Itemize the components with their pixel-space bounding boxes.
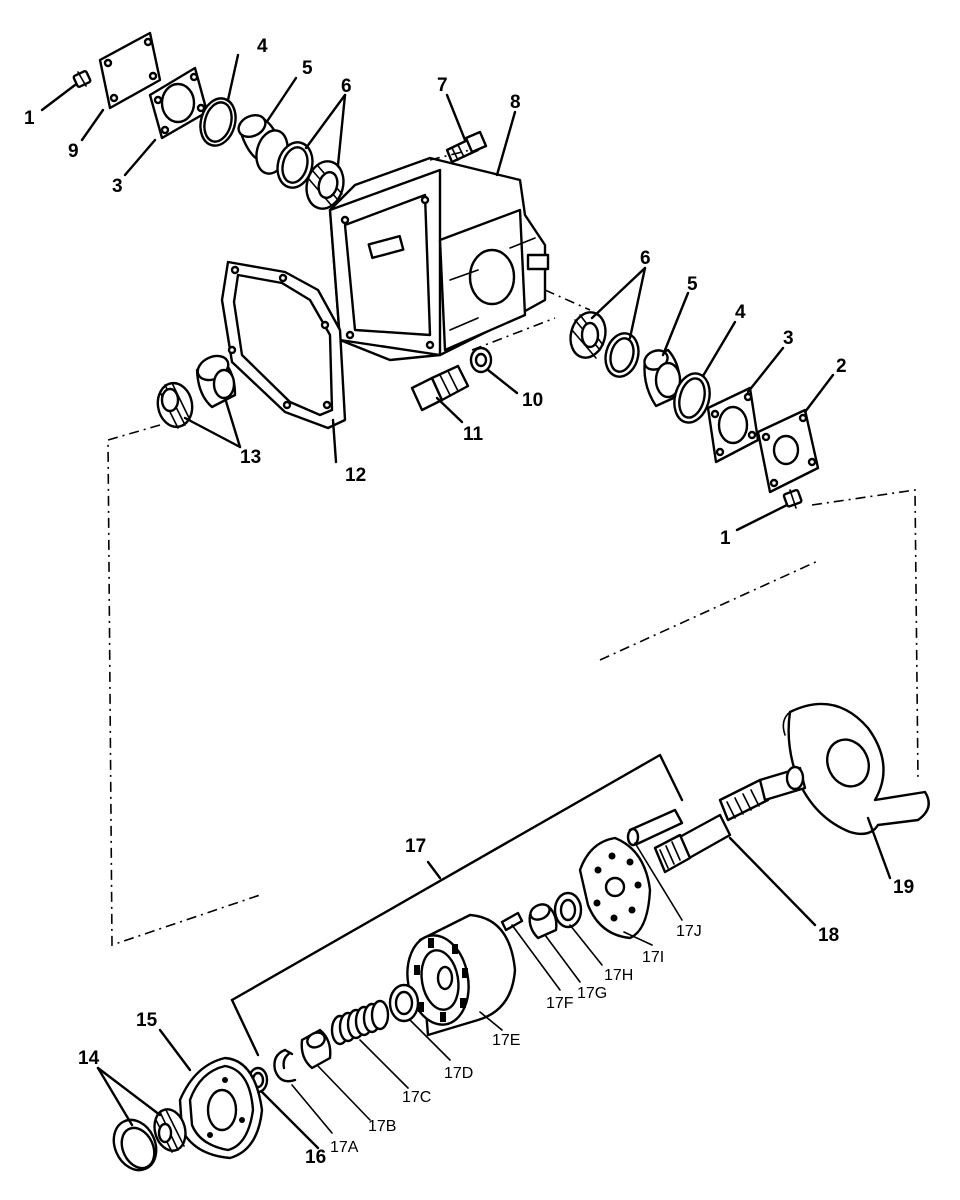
group-bracket-17-left — [230, 998, 260, 1057]
assembly-boundary-right — [811, 489, 919, 781]
part-17h-ring — [553, 891, 583, 929]
part-12-gasket — [220, 260, 347, 430]
callout-12: 12 — [345, 465, 366, 486]
callout-17e: 17E — [492, 1032, 520, 1049]
part-6-bearing-right — [569, 311, 640, 378]
callout-5-right: 5 — [687, 274, 698, 295]
callout-17c: 17C — [402, 1089, 431, 1106]
callout-9: 9 — [68, 141, 79, 162]
assembly-boundary-left — [107, 424, 261, 947]
part-17j-pin — [626, 808, 684, 847]
part-17f-pin — [500, 911, 524, 932]
callout-19: 19 — [893, 877, 914, 898]
callout-2: 2 — [836, 356, 847, 377]
part-17g-ball-guide — [528, 903, 558, 940]
part-4-o-ring-right — [673, 372, 711, 424]
callout-4-left: 4 — [257, 36, 268, 57]
part-17a-snap-ring — [273, 1048, 297, 1083]
callout-17d: 17D — [444, 1065, 473, 1082]
callout-5-left: 5 — [302, 58, 313, 79]
callout-11: 11 — [463, 424, 484, 445]
callout-3-right: 3 — [783, 328, 794, 349]
callout-17i: 17I — [642, 949, 664, 966]
part-1-plug-bottom — [782, 488, 803, 509]
assembly-boundary-mid — [599, 559, 821, 661]
callout-17h: 17H — [604, 967, 633, 984]
part-17e-cylinder-barrel — [406, 913, 517, 1037]
callout-17b: 17B — [368, 1118, 396, 1135]
callout-6-left: 6 — [341, 76, 352, 97]
part-17c-spring — [330, 999, 390, 1046]
part-4-o-ring-left — [199, 97, 237, 147]
leader-lines — [40, 53, 892, 1150]
callout-3-left: 3 — [112, 176, 123, 197]
part-5-bearing-cup-right — [643, 348, 682, 408]
part-19-swashplate — [782, 702, 930, 836]
part-17d-ring — [388, 983, 420, 1023]
part-17b-washer — [300, 1028, 332, 1070]
callout-17a: 17A — [330, 1139, 359, 1156]
group-bracket-17-top — [230, 753, 684, 1002]
callout-17j: 17J — [676, 923, 702, 940]
part-9-cover-plate — [98, 31, 162, 110]
callout-17f: 17F — [546, 995, 574, 1012]
callout-18: 18 — [818, 925, 839, 946]
part-2-cover-plate — [756, 408, 820, 494]
callout-4-right: 4 — [735, 302, 746, 323]
part-11-bolt — [410, 364, 470, 412]
part-18-shaft — [653, 765, 807, 874]
centerline-upper-2 — [544, 289, 591, 311]
part-10-washer — [469, 346, 493, 374]
centerline-upper-1 — [429, 149, 471, 161]
part-1-plug-top — [72, 70, 92, 88]
callout-14: 14 — [78, 1048, 100, 1069]
part-7-screw — [445, 130, 488, 164]
part-3-gasket-right — [706, 386, 760, 464]
part-14-bearing — [112, 1108, 187, 1172]
callout-13: 13 — [240, 447, 261, 468]
callout-6-right: 6 — [640, 248, 651, 269]
part-13-bearing — [156, 354, 237, 429]
callout-15: 15 — [136, 1010, 158, 1031]
callout-16: 16 — [305, 1147, 326, 1168]
centerline-upper-3 — [471, 317, 556, 351]
callout-1-top: 1 — [24, 108, 35, 129]
callout-17g: 17G — [577, 985, 607, 1002]
callout-8: 8 — [510, 92, 521, 113]
callout-10: 10 — [522, 390, 543, 411]
callout-1-bottom: 1 — [720, 528, 731, 549]
callout-7: 7 — [437, 75, 448, 96]
part-15-end-plate — [178, 1056, 264, 1160]
callout-labels: 1 9 3 4 5 6 7 8 6 5 4 3 2 1 10 11 12 13 … — [24, 36, 914, 1168]
part-8-housing — [328, 156, 550, 362]
callout-17: 17 — [405, 836, 426, 857]
leader-lines-thin — [291, 842, 683, 1134]
part-3-gasket-left — [148, 66, 209, 140]
part-6-bearing-left — [276, 141, 345, 210]
part-17i-port-plate — [578, 836, 652, 940]
